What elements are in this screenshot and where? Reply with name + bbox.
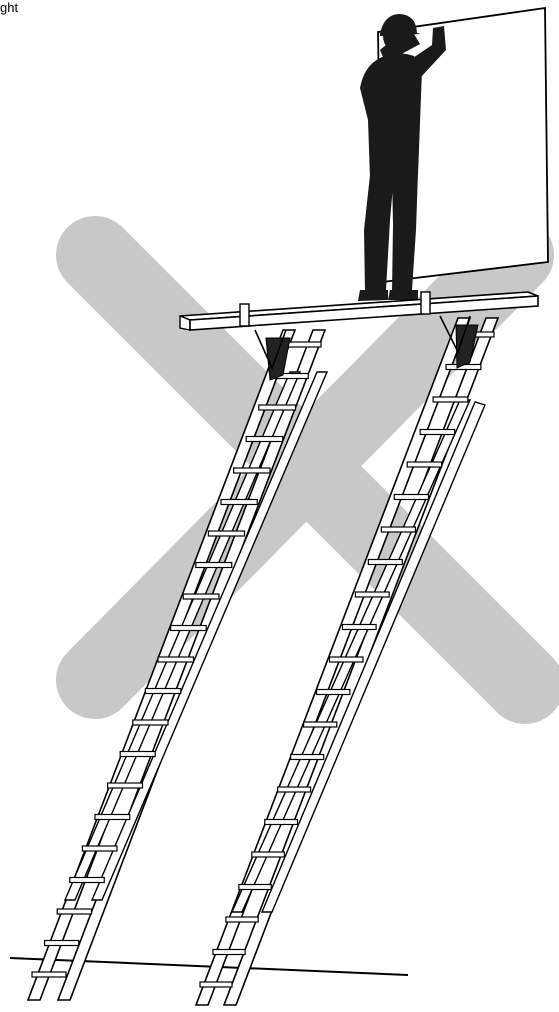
platform-clamp-right xyxy=(421,292,430,314)
right-ladder-rung xyxy=(200,982,232,987)
right-ladder-rung xyxy=(317,690,350,695)
right-ladder-rung xyxy=(278,787,311,792)
left-ladder-rung xyxy=(32,972,66,977)
right-ladder-rung xyxy=(213,950,245,955)
left-ladder-rung xyxy=(57,909,91,914)
left-ladder-rung xyxy=(246,437,283,442)
left-ladder-rung xyxy=(45,941,79,946)
right-ladder-rung xyxy=(265,820,298,825)
left-ladder-rung xyxy=(234,468,270,473)
right-ladder-rung xyxy=(368,560,402,565)
right-ladder-rung xyxy=(330,657,364,662)
right-ladder-rung xyxy=(394,495,428,500)
right-ladder-rung xyxy=(252,852,285,857)
left-ladder-rung xyxy=(183,594,219,599)
left-ladder-rung xyxy=(259,405,296,410)
right-ladder-rung xyxy=(433,397,468,402)
left-ladder-rung xyxy=(95,815,130,820)
left-ladder-rung xyxy=(208,531,244,536)
right-ladder-rung xyxy=(226,917,258,922)
left-ladder-rung xyxy=(221,500,257,505)
right-ladder-rung xyxy=(381,527,415,532)
left-ladder-rung xyxy=(145,689,180,694)
left-ladder-rung xyxy=(171,626,207,631)
worker-left-foot xyxy=(358,290,388,301)
platform-clamp-left xyxy=(240,304,249,326)
right-ladder-rung xyxy=(342,625,376,630)
left-ladder-rung xyxy=(82,846,117,851)
left-ladder-rung xyxy=(196,563,232,568)
right-ladder-rung xyxy=(355,592,389,597)
right-ladder-rung xyxy=(239,885,271,890)
worker-hard-hat xyxy=(380,14,421,36)
worker-right-foot xyxy=(388,290,418,300)
worker-torso xyxy=(360,53,422,178)
left-ladder-rung xyxy=(133,720,168,725)
right-ladder-rung xyxy=(420,430,455,435)
right-ladder-rung xyxy=(407,462,441,467)
left-ladder-rung xyxy=(108,783,143,788)
left-ladder-rung xyxy=(120,752,155,757)
left-ladder-rung xyxy=(70,878,104,883)
right-ladder-rung xyxy=(304,722,337,727)
left-ladder-rung xyxy=(158,657,194,662)
right-ladder-rung xyxy=(291,755,324,760)
